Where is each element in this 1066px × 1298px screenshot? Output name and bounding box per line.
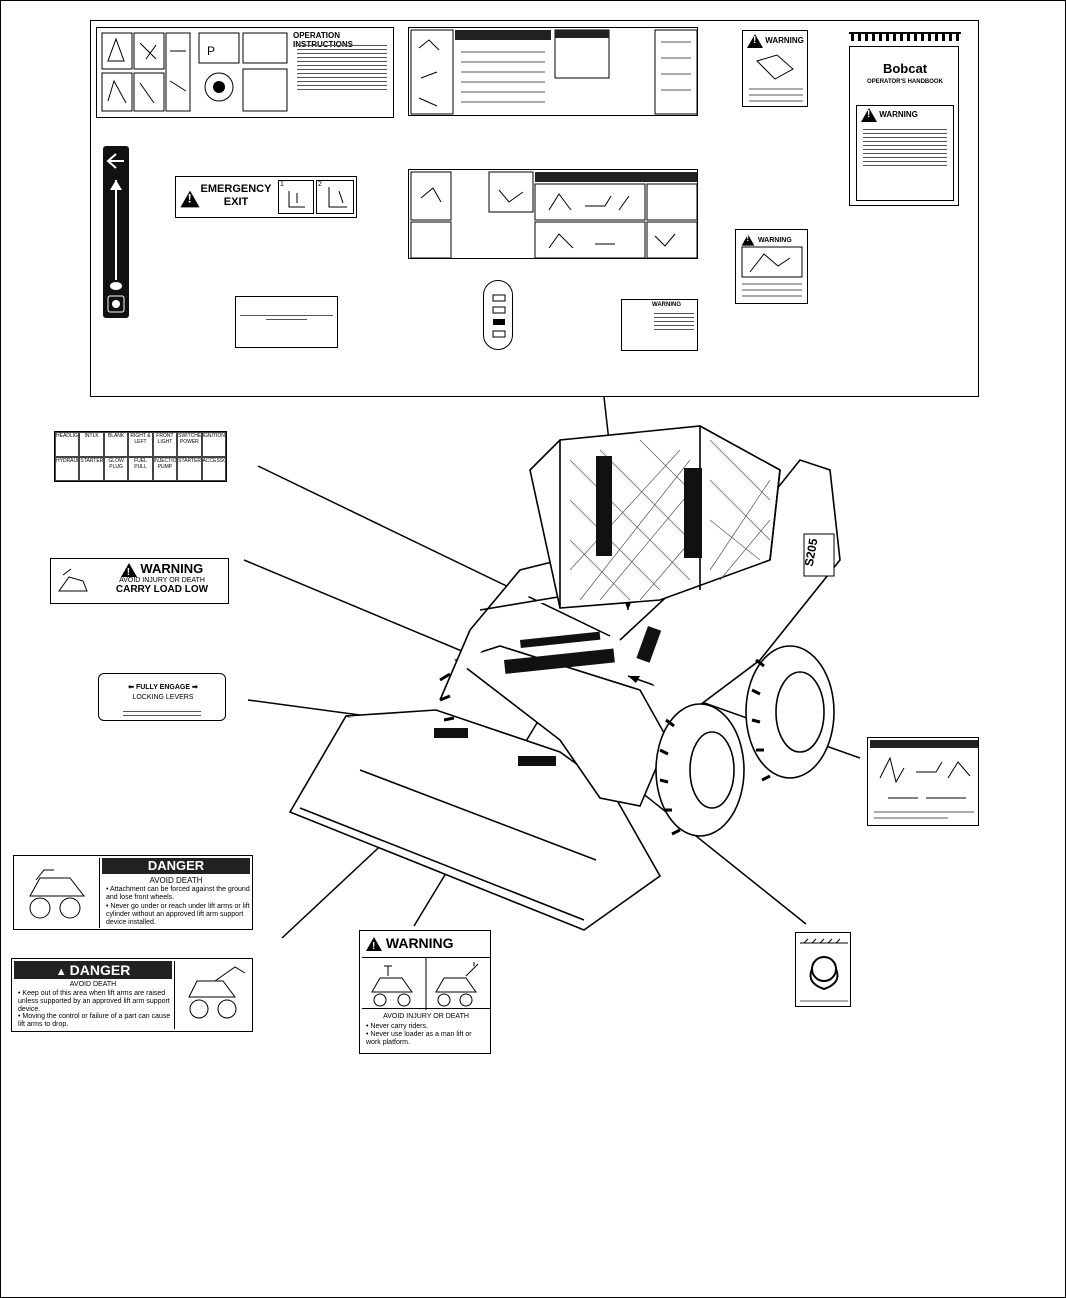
instruction-pictograms-2: P (197, 31, 289, 115)
attachment-pictogram (16, 858, 100, 928)
danger-lift-arm-bullet2: • Moving the control or failure of a par… (18, 1013, 171, 1028)
fuse-cell: STARTER (177, 456, 202, 481)
emergency-exit-line2: EXIT (223, 196, 249, 208)
carry-load-low-decal: WARNING AVOID INJURY OR DEATH CARRY LOAD… (50, 558, 229, 604)
hose-decal (795, 932, 851, 1007)
handbook-warning-label: WARNING (879, 110, 918, 120)
pictogram-art (101, 32, 191, 112)
warning-text-lines (650, 310, 698, 333)
danger-attachment-bullet1: • Attachment can be forced against the g… (106, 886, 250, 901)
fuse-cell: HYDRAULIC (55, 456, 80, 481)
operators-handbook-title: OPERATOR'S HANDBOOK (867, 79, 943, 85)
danger-attachment-title: AVOID DEATH (149, 876, 203, 885)
warning-text-label: WARNING (652, 302, 681, 308)
carry-load-warning-header: WARNING (97, 561, 227, 580)
operators-handbook: Bobcat OPERATOR'S HANDBOOK WARNING (845, 30, 965, 210)
small-text-decal (235, 296, 338, 348)
step-2-number: 2 (318, 181, 322, 188)
handbook-warning-header: WARNING (861, 108, 951, 122)
fuse-cell: FUEL PULL (128, 456, 153, 481)
fully-engage-line1: ⬅ FULLY ENGAGE ➡ (128, 684, 198, 691)
fuse-cell: FRONT LIGHT (152, 432, 178, 457)
riders-warning-bullet1: • Never carry riders. (366, 1023, 428, 1030)
danger-lift-arm-header: ▲ DANGER (14, 961, 172, 979)
controls-pictogram-decal (408, 169, 698, 259)
riders-warning-bullet2: • Never use loader as a man lift or work… (366, 1031, 472, 1046)
danger-attachment-decal: DANGER AVOID DEATH • Attachment can be f… (13, 855, 253, 930)
handbook-warning-box: WARNING (856, 105, 954, 201)
danger-attachment-header: DANGER (102, 858, 250, 874)
carry-load-warning-icon (120, 562, 137, 580)
warning-decal-mid: WARNING (735, 229, 808, 304)
instruction-pictograms (100, 31, 192, 115)
fully-engage-decal: ⬅ FULLY ENGAGE ➡ LOCKING LEVERS (98, 673, 226, 721)
step-1-number: 1 (280, 181, 284, 188)
emergency-warning-icon (180, 190, 200, 208)
exit-step-2: 2 (316, 180, 354, 214)
danger-attachment-bullet2: • Never go under or reach under lift arm… (106, 903, 250, 926)
danger-lift-arm-bullet1: • Keep out of this area when lift arms a… (18, 990, 170, 1013)
fuse-cell: RIGHT & LEFT (128, 432, 153, 457)
lift-arm-pictogram (174, 961, 252, 1029)
fuse-cell: BLANK (103, 432, 129, 457)
exit-step-1: 1 (278, 180, 314, 214)
fuse-cell: HEADLIGHT (55, 432, 80, 457)
warning-triangle-icon (747, 34, 763, 48)
bobcat-logo: Bobcat (882, 61, 928, 76)
emergency-exit-line1: EMERGENCY (200, 183, 272, 195)
riders-warning-word: WARNING (385, 935, 454, 951)
svg-text:P: P (207, 44, 215, 58)
riders-pictogram (362, 957, 490, 1010)
warning-decal-top: WARNING (742, 30, 808, 107)
fuse-relay-decal: HEADLIGHT INTLK BLANK RIGHT & LEFT FRONT… (54, 431, 227, 482)
warning-mid-icon (741, 234, 755, 246)
handbook-warning-lines (859, 126, 951, 169)
riders-warning-icon (366, 937, 382, 955)
warning-mid-label: WARNING (757, 236, 792, 244)
riders-warning-title: AVOID INJURY OR DEATH (383, 1013, 469, 1020)
carry-load-line1: AVOID INJURY OR DEATH (119, 577, 205, 584)
fuse-cell: ACCESSORY (201, 456, 226, 481)
travel-speed-decal (103, 146, 129, 318)
operation-instructions-decal: P OPERATION INSTRUCTIONS (96, 27, 394, 118)
fuse-cell: INJECTION PUMP (152, 456, 178, 481)
warning-label: WARNING (765, 36, 804, 46)
fuse-cell: INTLK (79, 432, 104, 457)
safety-pictogram-decal (408, 27, 698, 116)
right-instruction-decal (867, 737, 979, 826)
safety-pictogram-art (410, 29, 698, 115)
warning-header-mid: WARNING (740, 233, 806, 247)
danger-lift-arm-decal: ▲ DANGER AVOID DEATH • Keep out of this … (11, 958, 253, 1032)
warning-header-top: WARNING (747, 34, 807, 48)
fully-engage-text: FULLY ENGAGE (135, 684, 191, 691)
carry-load-line2: CARRY LOAD LOW (115, 584, 209, 595)
handbook-warning-icon (861, 108, 877, 122)
fully-engage-line2: LOCKING LEVERS (132, 694, 194, 701)
oval-gauge-decal (483, 280, 513, 350)
handbook-binding (847, 30, 963, 42)
fuse-cell: IGNITION (201, 432, 226, 457)
fuse-cell: GLOW PLUG (103, 456, 129, 481)
warning-text-decal: WARNING (621, 299, 698, 351)
fuse-cell: SWITCHED POWER (177, 432, 202, 457)
fuse-cell: STARTER (79, 456, 104, 481)
handbook-cover: Bobcat OPERATOR'S HANDBOOK WARNING (849, 46, 959, 206)
loader-pictogram (53, 561, 93, 601)
emergency-exit-decal: EMERGENCY EXIT 1 2 (175, 176, 357, 218)
riders-warning-decal: WARNING AVOID INJURY OR DEATH • Never ca… (359, 930, 491, 1054)
carry-load-warning-word: WARNING (140, 561, 204, 576)
riders-warning-header: WARNING (366, 935, 490, 955)
danger-lift-arm-word: DANGER (69, 962, 131, 978)
danger-lift-arm-title: AVOID DEATH (69, 981, 117, 988)
instruction-text-lines (293, 42, 391, 93)
top-decal-panel (90, 20, 979, 397)
controls-pictogram-art (410, 171, 698, 259)
operation-instructions-title: OPERATION INSTRUCTIONS (293, 31, 353, 49)
warning-text-header: WARNING (652, 302, 698, 309)
emergency-exit-text: EMERGENCY EXIT (196, 183, 276, 209)
